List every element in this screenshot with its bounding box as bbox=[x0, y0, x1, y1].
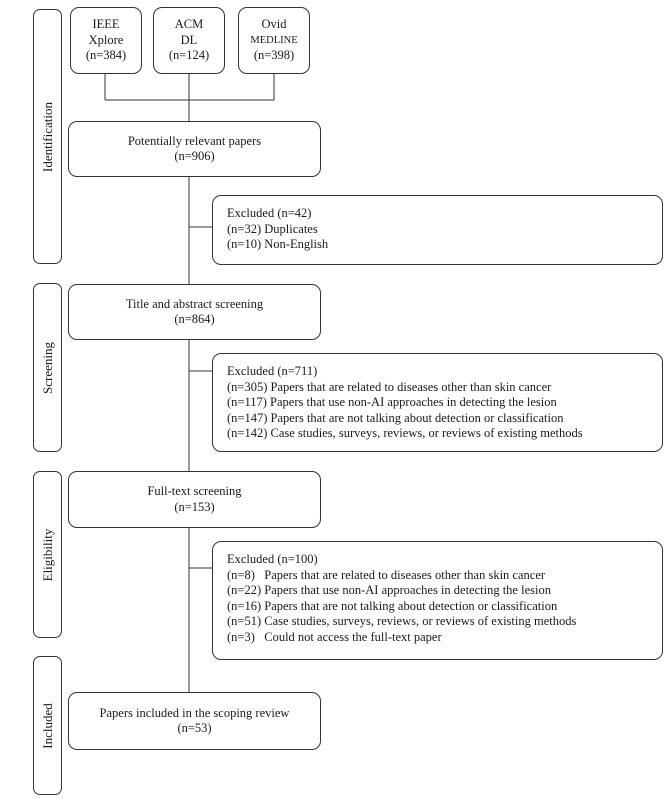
step-count: (n=153) bbox=[174, 499, 215, 514]
step-title-abstract-screening: Title and abstract screening (n=864) bbox=[68, 284, 321, 340]
stage-label: Included bbox=[39, 702, 55, 749]
step-full-text-screening: Full-text screening (n=153) bbox=[68, 471, 321, 528]
exclusion-item: (n=147) Papers that are not talking abou… bbox=[227, 410, 564, 425]
exclusion-item: (n=16) Papers that are not talking about… bbox=[227, 598, 558, 613]
exclusion-title: Excluded (n=711) bbox=[227, 364, 318, 378]
exclusion-title: Excluded (n=42) bbox=[227, 206, 312, 220]
step-label: Full-text screening bbox=[147, 484, 242, 498]
source-ovid-medline: Ovid MEDLINE (n=398) bbox=[238, 7, 310, 74]
exclusion-item: (n=32) Duplicates bbox=[227, 221, 318, 236]
source-count: (n=124) bbox=[168, 48, 210, 63]
source-name: DL bbox=[180, 32, 198, 47]
source-name: Xplore bbox=[88, 32, 124, 47]
stage-label: Eligibility bbox=[39, 528, 55, 581]
step-label: Papers included in the scoping review bbox=[99, 705, 290, 720]
step-potentially-relevant: Potentially relevant papers (n=906) bbox=[68, 121, 321, 177]
exclusion-title: Excluded (n=100) bbox=[227, 552, 318, 566]
exclusion-item: (n=3) Could not access the full-text pap… bbox=[227, 629, 442, 644]
exclusion-item: (n=305) Papers that are related to disea… bbox=[227, 379, 552, 394]
source-name: ACM bbox=[174, 17, 204, 32]
source-name: IEEE bbox=[92, 17, 120, 32]
exclusion-box-screening: Excluded (n=711) (n=305) Papers that are… bbox=[212, 353, 663, 452]
source-acm-dl: ACM DL (n=124) bbox=[153, 7, 225, 74]
exclusion-item: (n=22) Papers that use non-AI approaches… bbox=[227, 583, 551, 597]
source-count: (n=398) bbox=[253, 48, 295, 63]
exclusion-box-eligibility: Excluded (n=100) (n=8) Papers that are r… bbox=[212, 541, 663, 660]
exclusion-box-identification: Excluded (n=42) (n=32) Duplicates (n=10)… bbox=[212, 195, 663, 265]
step-label: Title and abstract screening bbox=[125, 296, 264, 311]
stage-eligibility: Eligibility bbox=[33, 471, 62, 638]
step-count: (n=864) bbox=[174, 312, 215, 326]
stage-identification: Identification bbox=[33, 9, 62, 264]
exclusion-item: (n=51) Case studies, surveys, reviews, o… bbox=[227, 614, 577, 628]
source-name: MEDLINE bbox=[250, 34, 298, 46]
exclusion-item: (n=10) Non-English bbox=[227, 237, 329, 251]
step-included: Papers included in the scoping review (n… bbox=[68, 692, 321, 750]
stage-label: Screening bbox=[39, 341, 55, 394]
source-name: Ovid bbox=[261, 17, 287, 32]
exclusion-item: (n=8) Papers that are related to disease… bbox=[227, 567, 546, 582]
stage-screening: Screening bbox=[33, 283, 62, 452]
stage-label: Identification bbox=[39, 101, 55, 172]
source-ieee-xplore: IEEE Xplore (n=384) bbox=[70, 7, 142, 74]
stage-included: Included bbox=[33, 656, 62, 795]
exclusion-item: (n=142) Case studies, surveys, reviews, … bbox=[227, 426, 583, 440]
step-count: (n=53) bbox=[177, 721, 212, 735]
step-count: (n=906) bbox=[174, 149, 215, 163]
exclusion-item: (n=117) Papers that use non-AI approache… bbox=[227, 395, 557, 409]
source-count: (n=384) bbox=[85, 48, 127, 63]
step-label: Potentially relevant papers bbox=[127, 133, 262, 148]
